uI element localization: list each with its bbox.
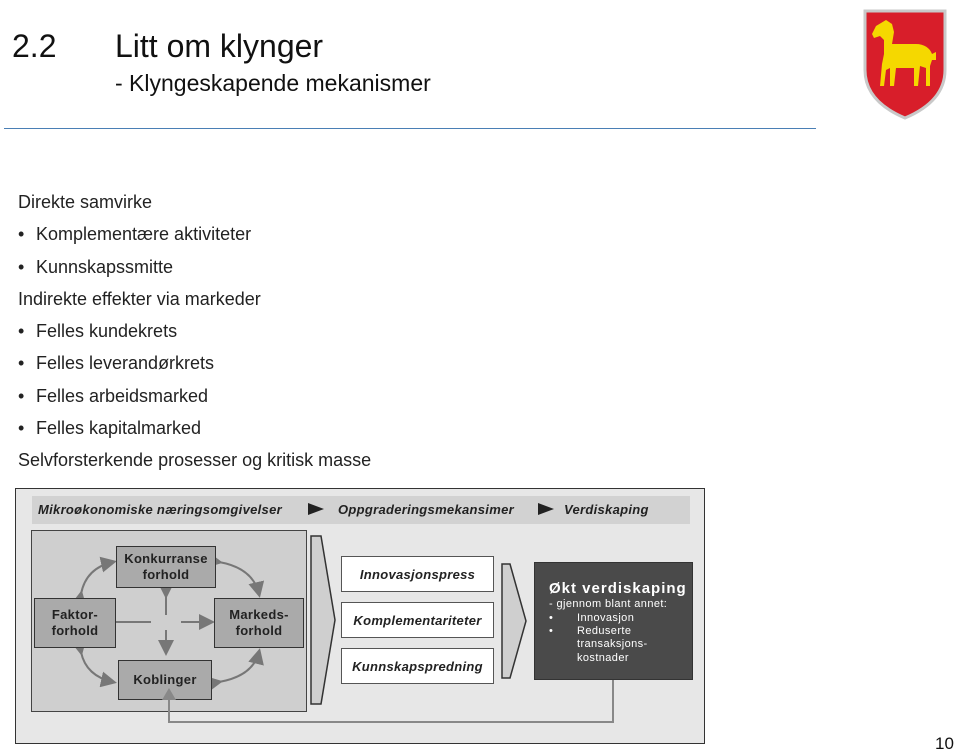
title-divider <box>4 128 816 129</box>
mechanism-box: Innovasjonspress <box>341 556 494 592</box>
list-item: Indirekte effekter via markeder <box>18 288 261 309</box>
list-item: Kunnskapssmitte <box>18 251 371 284</box>
chevron-right-icon <box>501 563 527 679</box>
slide-title: Litt om klynger <box>115 28 324 64</box>
list-item: Felles kapitalmarked <box>18 412 371 445</box>
stage-arrow-icon <box>308 503 324 515</box>
mechanism-box: Komplementariteter <box>341 602 494 638</box>
list-item: Direkte samvirke <box>18 192 153 212</box>
list-item: Felles leverandørkrets <box>18 347 371 380</box>
page-number: 10 <box>935 734 954 753</box>
value-creation-bullet: •Reduserte <box>549 625 632 637</box>
value-creation-box: Økt verdiskaping - gjennom blant annet: … <box>534 562 693 680</box>
linkages-box: Koblinger <box>118 660 212 700</box>
slide-subtitle: - Klyngeskapende mekanismer <box>115 70 431 96</box>
value-creation-heading: Økt verdiskaping <box>549 580 687 597</box>
value-creation-bullet-cont: transaksjons- <box>577 638 648 650</box>
market-conditions-box: Markeds- forhold <box>214 598 304 648</box>
value-creation-bullet-cont: kostnader <box>577 652 629 664</box>
stage-label-2: Oppgraderingsmekansimer <box>338 502 514 517</box>
competition-conditions-box: Konkurranse forhold <box>116 546 216 588</box>
stage-band: Mikroøkonomiske næringsomgivelser Oppgra… <box>32 496 690 524</box>
stage-arrow-icon <box>538 503 554 515</box>
value-creation-sub: - gjennom blant annet: <box>549 598 668 610</box>
list-item: Felles arbeidsmarked <box>18 380 371 413</box>
mechanism-box: Kunnskapspredning <box>341 648 494 684</box>
stage-label-1: Mikroøkonomiske næringsomgivelser <box>38 502 282 517</box>
municipal-crest-logo <box>863 9 947 120</box>
feedback-loop-arrow <box>162 680 614 723</box>
list-item: Komplementære aktiviteter <box>18 218 371 251</box>
list-item: Felles kundekrets <box>18 315 371 348</box>
diamond-connectors <box>70 552 265 692</box>
list-item: Selvforsterkende prosesser og kritisk ma… <box>18 450 372 471</box>
cluster-mechanisms-list: Direkte samvirke Komplementære aktivitet… <box>18 186 371 477</box>
horse-icon <box>872 20 936 86</box>
factor-conditions-box: Faktor- forhold <box>34 598 116 648</box>
stage-label-3: Verdiskaping <box>564 502 649 517</box>
section-number: 2.2 <box>12 28 57 64</box>
value-creation-bullet: •Innovasjon <box>549 612 635 624</box>
chevron-right-icon <box>310 535 336 705</box>
